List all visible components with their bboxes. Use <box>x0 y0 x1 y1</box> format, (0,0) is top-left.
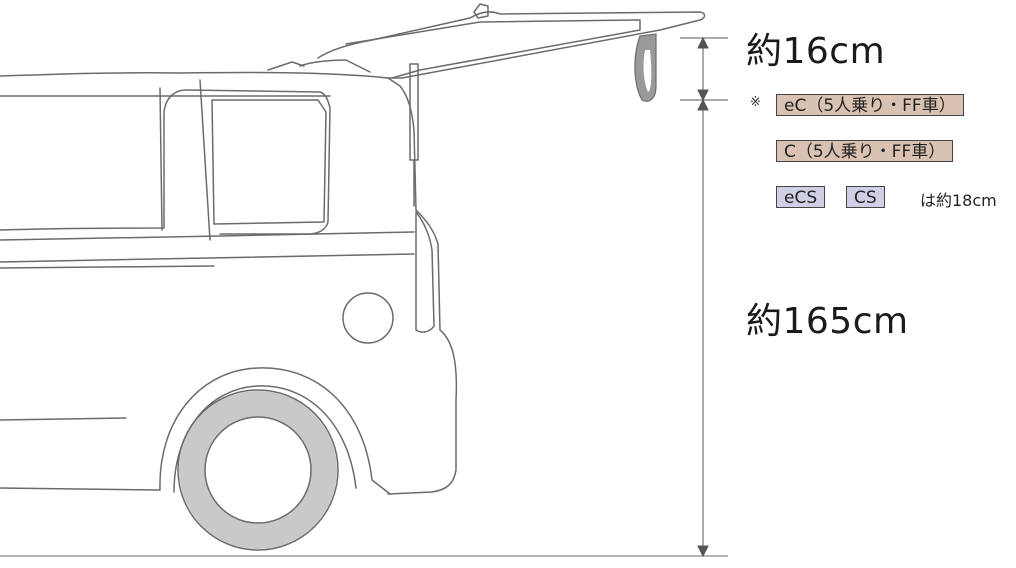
dim-main-arrow-top <box>697 98 709 111</box>
dim-upper-arrow-top <box>697 36 709 49</box>
wheel-arch <box>159 367 391 495</box>
tire-rubber <box>179 391 337 549</box>
tailgate-outer <box>317 11 706 79</box>
rear-door-frame <box>0 89 331 235</box>
grade-tag-c: C（5人乗り・FF車） <box>776 140 954 162</box>
belt-line <box>0 231 415 241</box>
dim-main-arrow-bottom <box>697 545 709 558</box>
tailgate-strap-hole <box>643 50 652 92</box>
side-window-line <box>211 99 327 225</box>
wheel-rim <box>204 416 312 524</box>
grade-note-text: は約18cm <box>920 191 997 210</box>
reference-mark-icon: ※ <box>750 95 761 110</box>
grade-tag-cs: CS <box>846 186 885 208</box>
tire <box>177 389 339 551</box>
sill-line <box>0 487 161 491</box>
body-crease <box>0 253 415 263</box>
upper-dimension-label: 約16cm <box>746 31 886 72</box>
tail-lamp <box>415 211 435 333</box>
rocker-line <box>0 417 127 421</box>
hinge-knob <box>473 3 489 19</box>
dim-upper-arrow-bottom <box>697 89 709 102</box>
rear-quarter <box>387 209 458 495</box>
body-crease-2 <box>0 265 215 269</box>
main-dimension-label: 約165cm <box>746 301 909 342</box>
b-pillar <box>159 79 211 241</box>
roof-line <box>0 71 417 211</box>
tailgate-inner <box>345 19 641 79</box>
gas-strut <box>409 63 419 161</box>
tailgate-edge <box>299 59 371 73</box>
fuel-cap <box>342 292 394 344</box>
grade-tag-ecs: eCS <box>776 186 826 208</box>
grade-tag-ec: eC（5人乗り・FF車） <box>776 94 964 116</box>
wiper-arm <box>267 61 305 71</box>
